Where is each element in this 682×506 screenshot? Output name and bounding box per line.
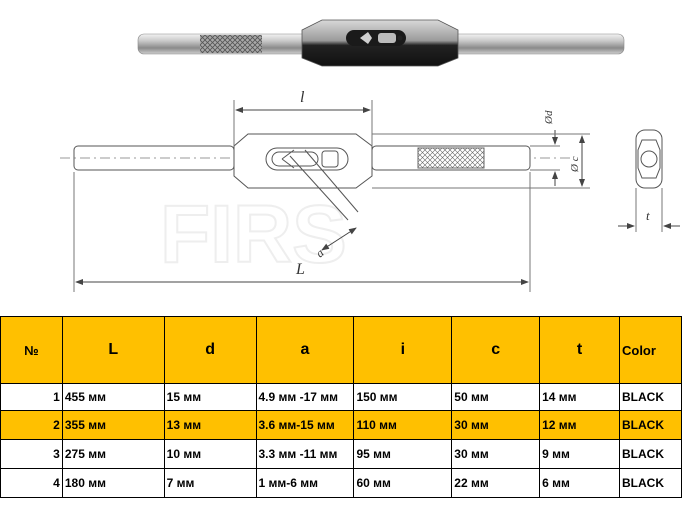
cell-c: 22 мм bbox=[451, 468, 541, 498]
cell-t: 9 мм bbox=[539, 439, 620, 469]
tap-wrench-drawing bbox=[60, 100, 680, 292]
dim-label-l: l bbox=[300, 89, 305, 106]
cell-d: 10 мм bbox=[163, 439, 257, 469]
cell-c: 30 мм bbox=[451, 439, 541, 469]
cell-a: 1 мм-6 мм bbox=[255, 468, 355, 498]
dim-label-c: Ø c bbox=[569, 156, 581, 173]
cell-number: 4 bbox=[0, 468, 63, 498]
cell-L: 180 мм bbox=[61, 468, 165, 498]
cell-t: 6 мм bbox=[539, 468, 620, 498]
cell-L: 355 мм bbox=[61, 410, 165, 440]
cell-i: 95 мм bbox=[353, 439, 453, 469]
table-header-row: № L d a i c t Color bbox=[0, 316, 682, 384]
cell-d: 15 мм bbox=[163, 383, 257, 411]
cell-t: 12 мм bbox=[539, 410, 620, 440]
cell-d: 7 мм bbox=[163, 468, 257, 498]
cell-color: BLACK bbox=[618, 410, 682, 440]
cell-number: 2 bbox=[0, 410, 63, 440]
cell-d: 13 мм bbox=[163, 410, 257, 440]
col-header-color: Color bbox=[618, 316, 682, 384]
cell-color: BLACK bbox=[618, 468, 682, 498]
cell-L: 275 мм bbox=[61, 439, 165, 469]
dim-label-t: t bbox=[646, 208, 650, 223]
watermark-text: FIRS bbox=[160, 189, 347, 280]
table-row: 3 275 мм 10 мм 3.3 мм -11 мм 95 мм 30 мм… bbox=[0, 439, 682, 469]
tap-wrench-photo bbox=[137, 19, 625, 67]
cell-a: 3.6 мм-15 мм bbox=[255, 410, 355, 440]
tap-wrench-figure: FIRS bbox=[60, 19, 680, 292]
table-row: 4 180 мм 7 мм 1 мм-6 мм 60 мм 22 мм 6 мм… bbox=[0, 468, 682, 498]
cell-i: 110 мм bbox=[353, 410, 453, 440]
cell-number: 3 bbox=[0, 439, 63, 469]
cell-i: 150 мм bbox=[353, 383, 453, 411]
col-header-i: i bbox=[353, 316, 453, 384]
col-header-t: t bbox=[539, 316, 620, 384]
cell-i: 60 мм bbox=[353, 468, 453, 498]
col-header-c: c bbox=[451, 316, 541, 384]
table-row: 1 455 мм 15 мм 4.9 мм -17 мм 150 мм 50 м… bbox=[0, 383, 682, 411]
col-header-L: L bbox=[61, 316, 165, 384]
col-header-a: a bbox=[255, 316, 355, 384]
cell-a: 3.3 мм -11 мм bbox=[255, 439, 355, 469]
cell-a: 4.9 мм -17 мм bbox=[255, 383, 355, 411]
cell-color: BLACK bbox=[618, 439, 682, 469]
col-header-d: d bbox=[163, 316, 257, 384]
spec-table: № L d a i c t Color 1 455 мм 15 мм 4.9 м… bbox=[0, 316, 682, 498]
cell-c: 30 мм bbox=[451, 410, 541, 440]
col-header-number: № bbox=[0, 316, 63, 384]
cell-t: 14 мм bbox=[539, 383, 620, 411]
cell-L: 455 мм bbox=[61, 383, 165, 411]
cell-number: 1 bbox=[0, 383, 63, 411]
dim-label-L: L bbox=[295, 261, 305, 278]
cell-color: BLACK bbox=[618, 383, 682, 411]
dim-label-d: Ød bbox=[543, 110, 555, 125]
cell-c: 50 мм bbox=[451, 383, 541, 411]
table-row-highlighted: 2 355 мм 13 мм 3.6 мм-15 мм 110 мм 30 мм… bbox=[0, 410, 682, 440]
